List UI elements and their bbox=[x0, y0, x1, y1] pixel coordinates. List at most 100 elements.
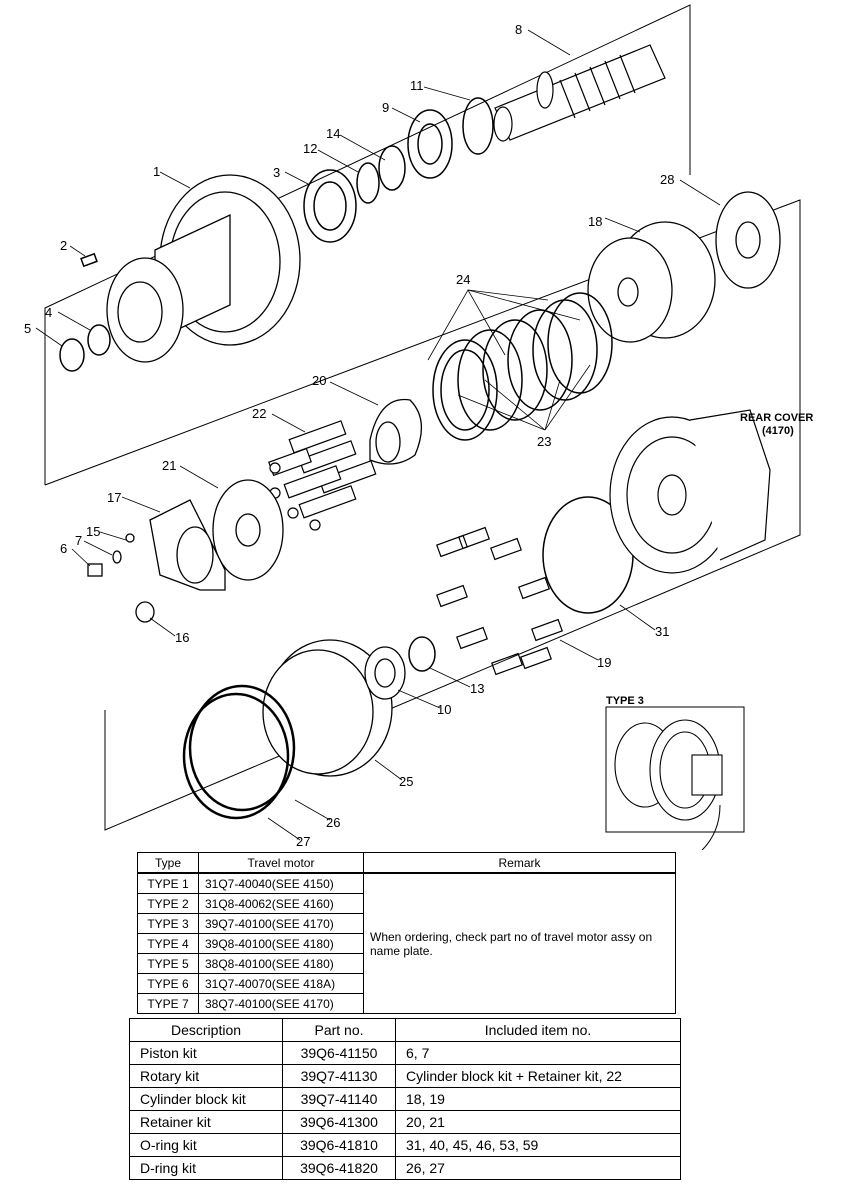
kit-part-no: 39Q7-41140 bbox=[282, 1087, 396, 1111]
type-cell: TYPE 1 bbox=[137, 872, 199, 894]
type-cell: TYPE 4 bbox=[137, 933, 199, 954]
table-row: Cylinder block kit 39Q7-41140 18, 19 bbox=[129, 1087, 681, 1111]
callout-1: 1 bbox=[153, 164, 160, 179]
callout-27: 27 bbox=[296, 834, 310, 849]
table-row: D-ring kit 39Q6-41820 26, 27 bbox=[129, 1156, 681, 1180]
upper-rings-and-bearings bbox=[303, 97, 494, 243]
table-row: TYPE 3 39Q7-40100(SEE 4170) bbox=[137, 913, 676, 934]
kit-description: O-ring kit bbox=[129, 1133, 283, 1157]
part-8-output-shaft bbox=[493, 44, 666, 142]
callout-22: 22 bbox=[252, 406, 266, 421]
kit-description: Retainer kit bbox=[129, 1110, 283, 1134]
inset-motor-illustration bbox=[614, 719, 723, 821]
part-20-spherical-bushing bbox=[369, 398, 422, 465]
callout-leader-lines bbox=[35, 29, 721, 841]
callout-24: 24 bbox=[456, 272, 470, 287]
kit-part-no: 39Q6-41820 bbox=[282, 1156, 396, 1180]
table-row: TYPE 7 38Q7-40100(SEE 4170) bbox=[137, 993, 676, 1014]
travel-motor-type-table: Type Travel motor Remark TYPE 1 31Q7-400… bbox=[137, 852, 676, 1014]
table-row: TYPE 4 39Q8-40100(SEE 4180) bbox=[137, 933, 676, 954]
inset-arrow bbox=[701, 804, 721, 850]
kit-part-no: 39Q6-41810 bbox=[282, 1133, 396, 1157]
lower-housing-parts bbox=[262, 639, 406, 777]
included-items-header: Included item no. bbox=[395, 1018, 681, 1042]
part-17-swash-plate bbox=[149, 499, 226, 591]
kit-part-no: 39Q6-41300 bbox=[282, 1110, 396, 1134]
part-1-motor-housing bbox=[106, 174, 301, 363]
motor-cell: 38Q8-40100(SEE 4180) bbox=[198, 953, 364, 974]
callout-16: 16 bbox=[175, 630, 189, 645]
callout-7: 7 bbox=[75, 533, 82, 548]
motor-cell: 31Q7-40040(SEE 4150) bbox=[198, 872, 364, 894]
part-22-piston-assemblies bbox=[268, 420, 377, 531]
kit-included-items: 31, 40, 45, 46, 53, 59 bbox=[395, 1133, 681, 1157]
part-28-valve-plate bbox=[715, 191, 781, 289]
callout-12: 12 bbox=[303, 141, 317, 156]
callout-5: 5 bbox=[24, 321, 31, 336]
motor-cell: 31Q8-40062(SEE 4160) bbox=[198, 893, 364, 914]
table-row: TYPE 1 31Q7-40040(SEE 4150) When orderin… bbox=[137, 872, 676, 1014]
callout-26: 26 bbox=[326, 815, 340, 830]
callout-25: 25 bbox=[399, 774, 413, 789]
kit-included-items: 20, 21 bbox=[395, 1110, 681, 1134]
table-row: Piston kit 39Q6-41150 6, 7 bbox=[129, 1041, 681, 1065]
type-cell: TYPE 7 bbox=[137, 993, 199, 1014]
part-19-springs bbox=[436, 526, 563, 676]
parts-23-24-friction-plates bbox=[432, 292, 613, 441]
motor-cell: 39Q7-40100(SEE 4170) bbox=[198, 913, 364, 934]
type-cell: TYPE 5 bbox=[137, 953, 199, 974]
housing-small-parts bbox=[59, 252, 111, 372]
callout-19: 19 bbox=[597, 655, 611, 670]
callout-8: 8 bbox=[515, 22, 522, 37]
kit-description: Piston kit bbox=[129, 1041, 283, 1065]
part-13-ring bbox=[408, 636, 436, 672]
callout-3: 3 bbox=[273, 165, 280, 180]
callout-15: 15 bbox=[86, 524, 100, 539]
callout-23: 23 bbox=[537, 434, 551, 449]
callout-4: 4 bbox=[45, 305, 52, 320]
table-row: O-ring kit 39Q6-41810 31, 40, 45, 46, 53… bbox=[129, 1133, 681, 1157]
part-27-d-ring bbox=[182, 692, 290, 820]
callout-6: 6 bbox=[60, 541, 67, 556]
callout-13: 13 bbox=[470, 681, 484, 696]
kit-description: Cylinder block kit bbox=[129, 1087, 283, 1111]
table-row: Rotary kit 39Q7-41130 Cylinder block kit… bbox=[129, 1064, 681, 1088]
inset-label: TYPE 3 bbox=[606, 695, 644, 707]
kit-included-items: 26, 27 bbox=[395, 1156, 681, 1180]
motor-cell: 31Q7-40070(SEE 418A) bbox=[198, 973, 364, 994]
kit-description: D-ring kit bbox=[129, 1156, 283, 1180]
type-cell: TYPE 6 bbox=[137, 973, 199, 994]
callout-17: 17 bbox=[107, 490, 121, 505]
kit-included-items: 18, 19 bbox=[395, 1087, 681, 1111]
kit-description: Rotary kit bbox=[129, 1064, 283, 1088]
motor-cell: 39Q8-40100(SEE 4180) bbox=[198, 933, 364, 954]
part-18-cylinder-block bbox=[587, 221, 716, 343]
description-header: Description bbox=[129, 1018, 283, 1042]
kit-included-items: Cylinder block kit + Retainer kit, 22 bbox=[395, 1064, 681, 1088]
kit-part-no: 39Q7-41130 bbox=[282, 1064, 396, 1088]
callout-10: 10 bbox=[437, 702, 451, 717]
callout-11: 11 bbox=[410, 78, 424, 93]
callout-28: 28 bbox=[660, 172, 674, 187]
table-row: TYPE 2 31Q8-40062(SEE 4160) bbox=[137, 893, 676, 914]
type-header: Type bbox=[137, 852, 199, 874]
type-cell: TYPE 3 bbox=[137, 913, 199, 934]
callout-31: 31 bbox=[655, 624, 669, 639]
part-21-retainer-plate bbox=[212, 479, 284, 581]
assembly-plane-outlines bbox=[44, 4, 801, 831]
callout-14: 14 bbox=[326, 126, 340, 141]
motor-cell: 38Q7-40100(SEE 4170) bbox=[198, 993, 364, 1014]
swash-small-parts bbox=[87, 533, 155, 623]
type-cell: TYPE 2 bbox=[137, 893, 199, 914]
rear-cover-illustration bbox=[609, 409, 771, 574]
exploded-parts-diagram: 1 2 3 4 5 6 7 8 9 10 11 12 13 14 15 16 1… bbox=[24, 4, 813, 850]
table-row: Retainer kit 39Q6-41300 20, 21 bbox=[129, 1110, 681, 1134]
rear-cover-label: REAR COVER bbox=[740, 412, 813, 424]
table-row: TYPE 6 31Q7-40070(SEE 418A) bbox=[137, 973, 676, 994]
callout-24-23-fan-lines bbox=[427, 289, 591, 431]
travel-motor-header: Travel motor bbox=[198, 852, 364, 874]
remark-header: Remark bbox=[363, 852, 676, 874]
part-26-d-ring bbox=[188, 684, 296, 812]
callout-21: 21 bbox=[162, 458, 176, 473]
callout-9: 9 bbox=[382, 100, 389, 115]
